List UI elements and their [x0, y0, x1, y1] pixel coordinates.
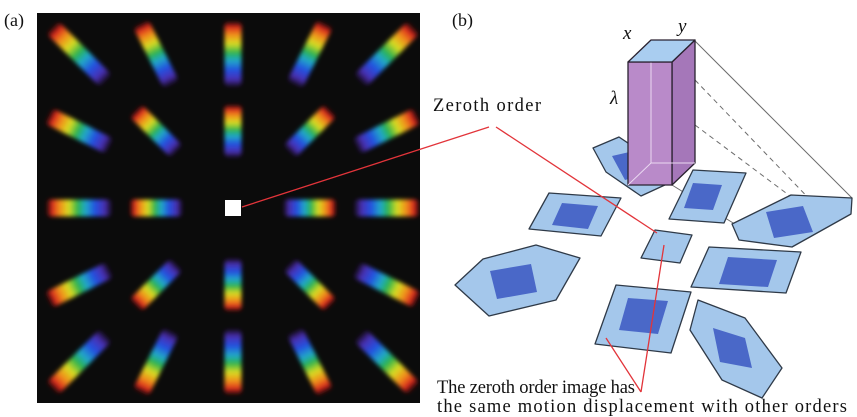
- zeroth-order-spot: [225, 200, 241, 216]
- leader-line: [495, 126, 658, 234]
- spectral-streak: [356, 23, 418, 85]
- spectral-streak: [285, 106, 335, 156]
- spectral-streak: [354, 109, 420, 153]
- cube-axis-lambda-label: λ: [609, 88, 618, 109]
- spectral-streak-group: [224, 104, 242, 158]
- projection-guide-line: [694, 40, 853, 199]
- spectral-streak-group: [354, 263, 420, 307]
- spectral-streak-group: [48, 331, 110, 393]
- leader-lines: [241, 126, 665, 393]
- spectral-streak-group: [224, 258, 242, 312]
- leader-line: [241, 126, 490, 208]
- zeroth-order-projection: [640, 229, 693, 264]
- data-cube: x y λ: [609, 16, 696, 186]
- spectral-streak-group: [224, 21, 242, 87]
- spectral-streak-group: [134, 329, 178, 395]
- cube-axis-x-label: x: [622, 23, 632, 44]
- order-projection-core: [490, 264, 537, 299]
- spectral-streak-group: [129, 199, 183, 217]
- spectral-streak-group: [356, 331, 418, 393]
- leader-line: [640, 244, 665, 393]
- spectral-streak-group: [46, 199, 112, 217]
- cube-top-face: [627, 39, 696, 63]
- note-line-1: The zeroth order image has: [437, 378, 635, 398]
- spectral-streak: [134, 21, 178, 87]
- order-projection-core: [552, 203, 598, 229]
- spectral-streak: [46, 263, 112, 307]
- cube-front-face: [627, 61, 673, 186]
- spectral-streak: [46, 109, 112, 153]
- spectral-streak-group: [46, 263, 112, 307]
- spectral-streak-group: [46, 109, 112, 153]
- spectral-streak: [131, 260, 181, 310]
- spectral-streak-group: [285, 106, 335, 156]
- spectral-streak: [224, 329, 242, 395]
- spectral-streak-group: [48, 23, 110, 85]
- spectral-streak: [285, 260, 335, 310]
- panel-a: (a): [4, 10, 420, 403]
- panel-a-label: (a): [4, 10, 24, 31]
- spectral-streak-group: [283, 199, 337, 217]
- spectral-streak-group: [134, 21, 178, 87]
- spectral-streak-group: [288, 21, 332, 87]
- spectral-streak: [48, 23, 110, 85]
- cube-axis-y-label: y: [676, 16, 687, 37]
- spectral-streak-group: [288, 329, 332, 395]
- panel-b-label: (b): [452, 10, 473, 31]
- spectral-streak: [354, 199, 420, 217]
- spectral-streak-group: [354, 199, 420, 217]
- leader-line: [605, 337, 642, 393]
- spectral-streak: [46, 199, 112, 217]
- spectral-streak: [283, 199, 337, 217]
- projection-guide-line: [694, 124, 791, 197]
- spectral-streak: [354, 263, 420, 307]
- spectral-streak: [224, 104, 242, 158]
- note-line-2: the same motion displacement with other …: [437, 397, 847, 417]
- spectral-streak-group: [356, 23, 418, 85]
- order-projection-core: [619, 298, 668, 334]
- order-projection-core: [713, 328, 752, 368]
- spectral-streak-group: [224, 329, 242, 395]
- spectral-streak: [288, 329, 332, 395]
- order-projection-core: [719, 257, 777, 287]
- projection-guide-line: [694, 79, 821, 211]
- zeroth-order-label: Zeroth order: [433, 96, 541, 116]
- spectral-streak: [224, 258, 242, 312]
- order-projection-core: [766, 206, 813, 238]
- spectral-streak: [224, 21, 242, 87]
- spectral-streak: [356, 331, 418, 393]
- cube-hidden-edge: [627, 162, 695, 186]
- spectral-streak-group: [354, 109, 420, 153]
- spectral-streak: [134, 329, 178, 395]
- spectral-streaks: [46, 21, 420, 395]
- spectral-streak: [131, 106, 181, 156]
- spectral-streak-group: [131, 106, 181, 156]
- spectral-streak: [129, 199, 183, 217]
- spectral-streak: [48, 331, 110, 393]
- spectral-streak: [288, 21, 332, 87]
- order-projection-core: [684, 183, 722, 210]
- spectral-streak-group: [285, 260, 335, 310]
- spectral-streak-group: [131, 260, 181, 310]
- panel-b: (b): [452, 10, 853, 399]
